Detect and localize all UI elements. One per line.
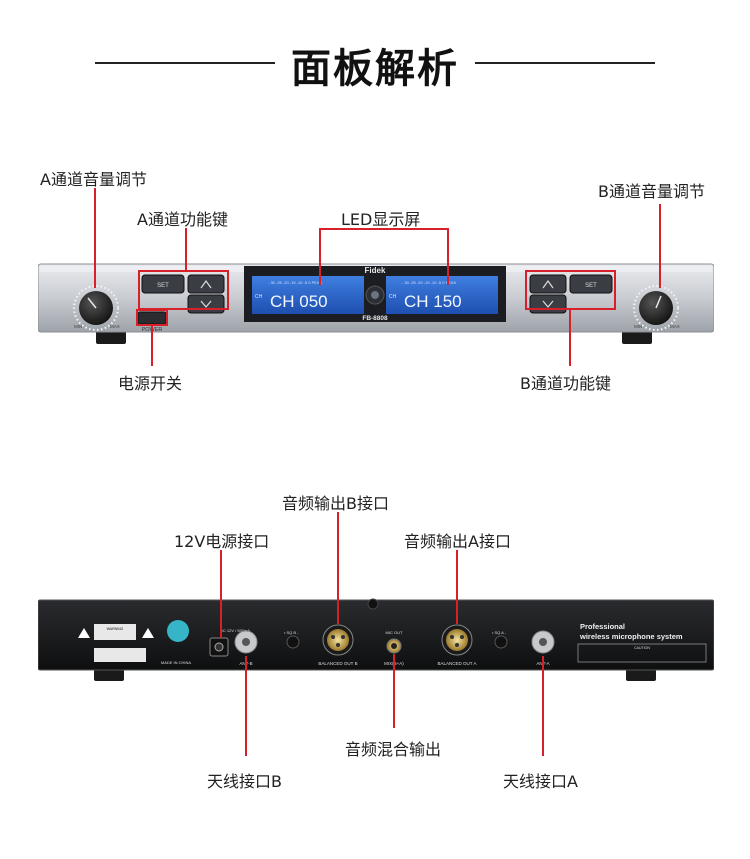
b-function-line: [569, 310, 571, 366]
label-power-12v: 12V电源接口: [174, 532, 270, 551]
title-rule-right: [475, 62, 655, 64]
a-function-line: [185, 228, 187, 270]
led-line-right: [447, 228, 449, 285]
label-audio-out-a: 音频输出A接口: [404, 532, 511, 551]
svg-text:DC 12V / 500mA: DC 12V / 500mA: [220, 628, 250, 633]
svg-text:SET: SET: [157, 283, 169, 289]
front-panel: - 30 -25 -20 -15 -10 -5 0 PEAK - 30 -25 …: [38, 263, 714, 344]
led-line-left: [319, 228, 321, 285]
svg-text:MIN: MIN: [634, 324, 642, 329]
label-b-function: B通道功能键: [520, 374, 611, 393]
svg-text:BALANCED OUT B: BALANCED OUT B: [318, 661, 357, 666]
label-b-volume: B通道音量调节: [598, 182, 705, 201]
svg-text:CAUTION: CAUTION: [634, 646, 650, 650]
svg-text:MAX: MAX: [110, 324, 120, 329]
svg-text:- 30 -25 -20 -15 -10 -5 0 PEAK: - 30 -25 -20 -15 -10 -5 0 PEAK: [402, 280, 457, 285]
power-highlight: [136, 309, 168, 326]
svg-text:wireless microphone system: wireless microphone system: [579, 632, 683, 641]
label-mix-out: 音频混合输出: [345, 740, 442, 759]
logo-seal: [167, 620, 189, 642]
label-antenna-a: 天线接口A: [503, 772, 578, 791]
svg-text:MIN: MIN: [74, 324, 82, 329]
label-a-function: A通道功能键: [137, 210, 228, 229]
model-label: FB-8808: [362, 315, 388, 322]
lcd-b-side-label: CH: [389, 294, 397, 300]
svg-text:SET: SET: [585, 283, 597, 289]
svg-text:• SQ A -: • SQ A -: [492, 630, 507, 635]
xlr-out-a: [446, 629, 468, 651]
b-set-button: [569, 274, 613, 294]
rear-panel: WARNING MADE IN CHINA DC 12V / 500mA ANT…: [38, 598, 714, 681]
svg-text:MAX: MAX: [670, 324, 680, 329]
label-led-display: LED显示屏: [341, 210, 421, 229]
mix-out-line: [393, 654, 395, 728]
lcd-a-readout: CH 050: [270, 292, 328, 311]
foot-front-left: [96, 330, 126, 344]
antenna-b-line: [245, 656, 247, 756]
lcd-b: [386, 276, 498, 314]
antenna-a-line: [542, 656, 544, 756]
label-audio-out-b: 音频输出B接口: [282, 494, 389, 513]
svg-text:MADE IN CHINA: MADE IN CHINA: [161, 660, 192, 665]
svg-text:BALANCED OUT A: BALANCED OUT A: [438, 661, 477, 666]
label-power-switch: 电源开关: [118, 374, 183, 393]
svg-text:• SQ B -: • SQ B -: [284, 630, 299, 635]
audio-out-a-line: [456, 550, 458, 624]
a-set-button: [141, 274, 185, 294]
warning-label: WARNING: [107, 627, 124, 631]
b-up-button: [529, 274, 567, 294]
svg-text:MIC OUT: MIC OUT: [386, 630, 403, 635]
title-rule-left: [95, 62, 275, 64]
foot-front-right: [622, 330, 652, 344]
xlr-out-b: [327, 629, 349, 651]
b-function-highlight: [525, 270, 616, 310]
svg-text:Professional: Professional: [580, 622, 625, 631]
a-volume-line: [94, 188, 96, 288]
svg-text:- 30 -25 -20 -15 -10 -5 0 PEAK: - 30 -25 -20 -15 -10 -5 0 PEAK: [268, 280, 323, 285]
page-title: 面板解析: [291, 46, 459, 92]
lcd-b-readout: CH 150: [404, 292, 462, 311]
lcd-a: [252, 276, 364, 314]
a-function-highlight: [138, 270, 229, 310]
a-up-button: [187, 274, 225, 294]
brand-logo: Fidek: [365, 266, 386, 275]
lcd-a-side-label: CH: [255, 294, 263, 300]
led-line-top: [319, 228, 449, 230]
label-a-volume: A通道音量调节: [40, 170, 147, 189]
b-volume-line: [659, 204, 661, 288]
power-12v-line: [220, 550, 222, 638]
label-antenna-b: 天线接口B: [207, 772, 282, 791]
audio-out-b-line: [337, 512, 339, 624]
power-line: [151, 326, 153, 366]
